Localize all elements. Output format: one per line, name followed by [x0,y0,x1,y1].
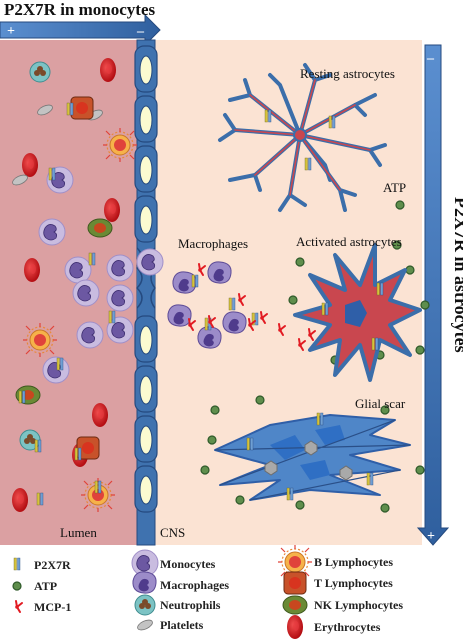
atp [415,345,425,355]
atp [380,503,390,513]
nucleus [139,105,153,135]
atp [207,435,217,445]
monocyte [38,218,66,246]
monocyte [76,321,104,349]
erythrocyte [24,258,40,282]
atp [200,465,210,475]
erythrocyte [12,488,28,512]
svg-text:Platelets: Platelets [160,618,204,632]
atp [405,265,415,275]
erythrocyte [100,58,116,82]
label-macrophages: Macrophages [178,236,248,251]
gradient-minus-sign: – [136,24,145,39]
endothelial-barrier [134,39,158,546]
atp [395,200,405,210]
atp [235,495,245,505]
legend-b-lymphocytes: B Lymphocytes [277,544,393,580]
erythrocyte [22,153,38,177]
label-atp: ATP [383,180,406,195]
legend-erythrocytes: Erythrocytes [287,615,381,639]
gradient-plus-sign: + [7,24,15,39]
atp [295,500,305,510]
svg-text:MCP-1: MCP-1 [34,600,71,614]
nucleus [139,155,153,185]
label-activated-astrocytes: Activated astrocytes [296,234,402,249]
legend: P2X7R ATP MCP-1 Monocytes Macrophages Ne… [12,544,403,639]
resting-astrocyte [218,63,387,212]
svg-text:Monocytes: Monocytes [160,557,216,571]
svg-text:Erythrocytes: Erythrocytes [314,620,381,634]
svg-text:NK Lymphocytes: NK Lymphocytes [314,598,403,612]
monocyte [72,279,100,307]
monocyte [106,284,134,312]
legend-p2x7r: P2X7R [13,557,71,572]
nucleus [139,205,153,235]
legend-t-lymphocytes: T Lymphocytes [283,571,393,595]
monocyte [42,356,70,384]
legend-atp: ATP [12,579,57,593]
atp [295,257,305,267]
nucleus [139,375,153,405]
macrophage [222,311,247,334]
neutrophil [29,61,51,83]
svg-text:T Lymphocytes: T Lymphocytes [314,576,393,590]
label-cns: CNS [160,525,185,540]
title-astrocytes: P2X7R in astrocytes [451,197,463,353]
legend-macrophages: Macrophages [132,571,229,594]
monocytes-gradient-arrow: + – [0,13,161,47]
gradient-minus-sign: – [426,51,435,66]
nucleus [139,325,153,355]
activated-astrocyte [293,243,422,382]
macrophage [167,304,192,327]
atp [255,395,265,405]
monocyte [106,254,134,282]
label-lumen: Lumen [60,525,97,540]
svg-text:B Lymphocytes: B Lymphocytes [314,555,393,569]
atp [420,300,430,310]
title-monocytes: P2X7R in monocytes [4,0,155,19]
svg-text:Neutrophils: Neutrophils [160,598,221,612]
svg-text:P2X7R: P2X7R [34,558,71,572]
astrocytes-gradient-arrow: – + [416,44,450,546]
monocyte [136,248,164,276]
legend-neutrophils: Neutrophils [134,594,221,616]
svg-text:ATP: ATP [34,579,57,593]
nucleus [139,425,153,455]
atp [415,465,425,475]
atp [210,405,220,415]
erythrocyte [104,198,120,222]
label-resting-astrocytes: Resting astrocytes [300,66,395,81]
label-glial-scar: Glial scar [355,396,406,411]
monocyte [64,256,92,284]
nucleus [139,55,153,85]
gradient-plus-sign: + [427,529,435,544]
svg-text:Macrophages: Macrophages [160,578,229,592]
legend-monocytes: Monocytes [131,549,216,577]
legend-mcp1: MCP-1 [14,600,71,614]
atp [288,295,298,305]
macrophage [207,261,232,284]
legend-nk-lymphocytes: NK Lymphocytes [282,595,403,615]
nucleus [139,475,153,505]
t-lymphocyte [70,96,94,120]
nk-lymphocyte [87,218,113,238]
legend-platelets: Platelets [135,617,204,633]
erythrocyte [92,403,108,427]
glial-scar [214,412,411,501]
